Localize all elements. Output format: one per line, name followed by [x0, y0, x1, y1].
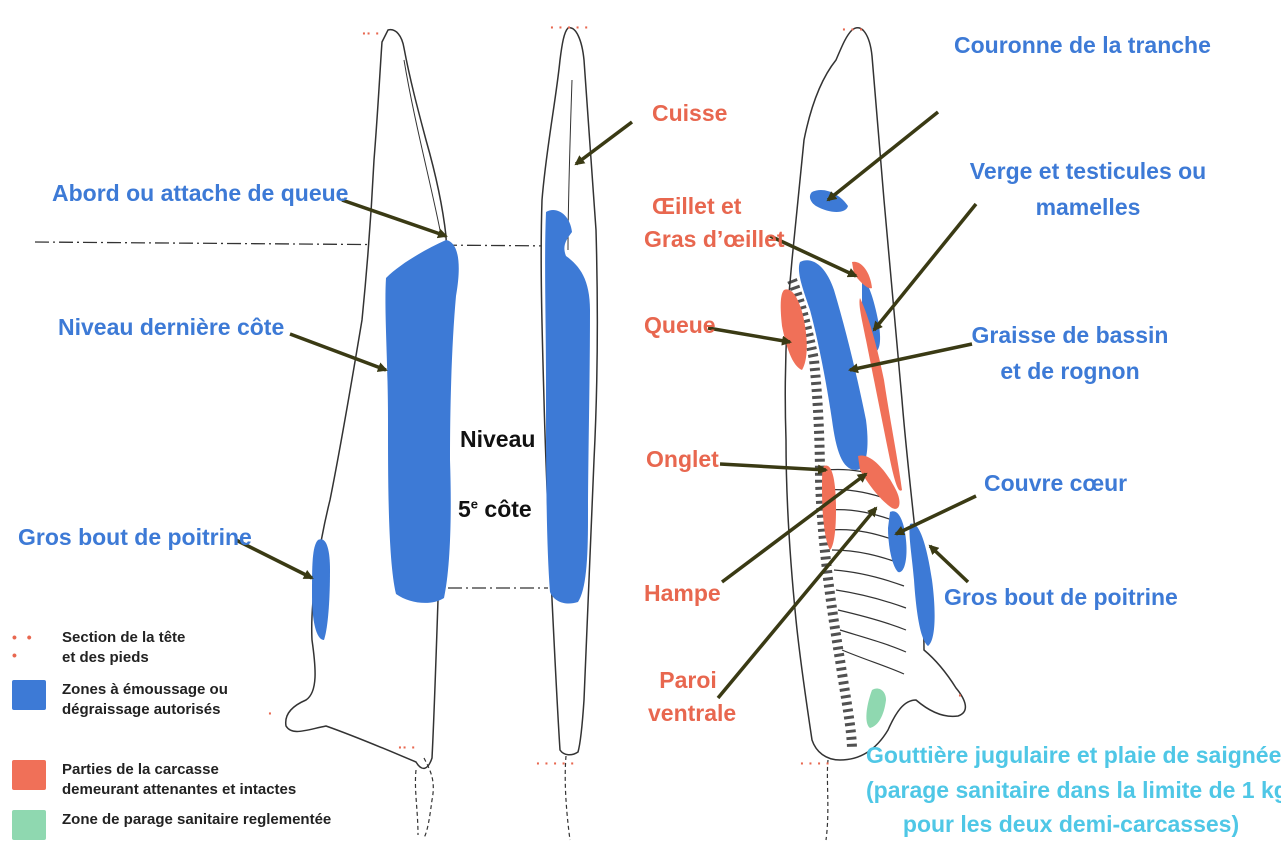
- section-dots-left-top: ·· ·: [362, 25, 380, 41]
- label-cinquieme-cote-sup: e: [471, 496, 478, 511]
- section-dots-right-leg: ·: [958, 687, 963, 703]
- right-foot: [826, 760, 828, 840]
- label-oeillet-line2: Gras d’œillet: [644, 223, 785, 256]
- label-hampe: Hampe: [644, 580, 721, 606]
- legend-text-emoussage: Zones à émoussage ou dégraissage autoris…: [62, 680, 228, 720]
- label-gouttiere-line3: pour les deux demi-carcasses): [866, 807, 1276, 842]
- carcass-outline-right: [785, 28, 965, 760]
- label-cinquieme-cote: 5e côte: [458, 496, 532, 522]
- section-dots-middle-top: · · · · ·: [550, 19, 589, 35]
- legend-text-section: Section de la tête et des pieds: [62, 628, 185, 668]
- label-cinquieme-cote-word: côte: [484, 496, 531, 522]
- label-niveau: Niveau: [460, 426, 535, 452]
- label-queue: Queue: [644, 312, 716, 338]
- label-niveau-derniere-cote: Niveau dernière côte: [58, 314, 284, 340]
- arrow-queue: [708, 328, 790, 342]
- label-graisse-line2: et de rognon: [960, 354, 1180, 390]
- section-dots-right-foot: · · · ·: [800, 755, 830, 771]
- blue-zone-back: [385, 240, 458, 603]
- legend-swatch-red: [12, 760, 46, 790]
- reference-line-top: [35, 242, 560, 246]
- carcass-side-view: · · · · · · · · · ·: [536, 19, 597, 840]
- label-couvre-coeur: Couvre cœur: [984, 470, 1127, 496]
- carcass-external-view: ·· · ·· · ·: [268, 25, 459, 838]
- section-dots-left-foot: ·· ·: [398, 739, 416, 755]
- label-cuisse: Cuisse: [652, 100, 727, 126]
- section-dots-right-top: · · ·: [842, 21, 864, 37]
- section-dots-middle-foot: · · · · ·: [536, 755, 575, 771]
- label-abord-queue: Abord ou attache de queue: [52, 180, 348, 206]
- label-oeillet-line1: Œillet et: [652, 190, 785, 223]
- label-gros-bout-poitrine-left: Gros bout de poitrine: [18, 524, 252, 550]
- legend-swatch-green: [12, 810, 46, 840]
- legend-item-parties: Parties de la carcasse demeurant attenan…: [12, 760, 296, 800]
- label-gouttiere-line2: (parage sanitaire dans la limite de 1 kg: [866, 773, 1276, 808]
- section-dots-left-foot2: ·: [268, 705, 273, 721]
- legend-swatch-blue: [12, 680, 46, 710]
- legend-item-parage: Zone de parage sanitaire reglementée: [12, 810, 331, 840]
- foot-left-2: [415, 770, 418, 835]
- label-verge-line1: Verge et testicules ou: [956, 154, 1220, 190]
- label-couronne: Couronne de la tranche: [954, 32, 1211, 58]
- legend-text-parties: Parties de la carcasse demeurant attenan…: [62, 760, 296, 800]
- foot-left: [424, 758, 433, 838]
- label-oeillet: Œillet et Gras d’œillet: [652, 190, 785, 257]
- legend-dots-icon: • • •: [12, 628, 46, 664]
- label-gros-bout-poitrine-right: Gros bout de poitrine: [944, 584, 1178, 610]
- label-paroi-line1: Paroi: [648, 664, 728, 697]
- label-graisse: Graisse de bassin et de rognon: [960, 318, 1180, 389]
- label-paroi-line2: ventrale: [648, 697, 728, 730]
- legend-text-parage: Zone de parage sanitaire reglementée: [62, 810, 331, 830]
- arrow-gros-bout-right: [930, 546, 968, 582]
- label-gouttiere: Gouttière jugulaire et plaie de saignée …: [866, 738, 1276, 842]
- label-verge-line2: mamelles: [956, 190, 1220, 226]
- label-gouttiere-line1: Gouttière jugulaire et plaie de saignée: [866, 738, 1276, 773]
- label-verge: Verge et testicules ou mamelles: [956, 154, 1220, 225]
- label-paroi-ventrale: Paroi ventrale: [648, 664, 728, 731]
- legend-item-emoussage: Zones à émoussage ou dégraissage autoris…: [12, 680, 228, 720]
- carcass-internal-view: · · · · · · · ·: [781, 21, 966, 840]
- label-graisse-line1: Graisse de bassin: [960, 318, 1180, 354]
- label-cinquieme-cote-num: 5: [458, 496, 471, 522]
- label-onglet: Onglet: [646, 446, 719, 472]
- legend-item-section: • • • Section de la tête et des pieds: [12, 628, 185, 668]
